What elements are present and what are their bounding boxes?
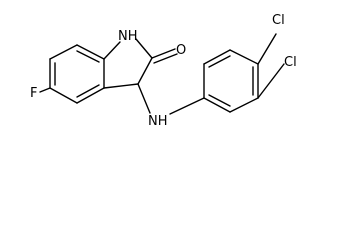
bond	[76, 44, 105, 60]
lactam-ring	[103, 38, 153, 89]
bond	[137, 57, 153, 85]
double-bond	[208, 55, 231, 68]
fluorobenzene-ring	[49, 44, 105, 104]
chlorine-meta-label: Cl	[272, 13, 285, 28]
bond	[229, 97, 259, 113]
double-bond	[151, 48, 176, 59]
double-bond	[76, 50, 100, 63]
c-cl-bond	[257, 33, 277, 65]
oxygen-label: O	[176, 43, 186, 58]
bond	[203, 97, 231, 113]
ring-nh-label: NH	[118, 29, 138, 44]
amine-nh-label: NH	[148, 114, 168, 129]
n-aryl-bond	[169, 97, 205, 115]
double-bond	[76, 84, 100, 98]
bond	[203, 49, 231, 65]
dichlorophenyl-ring	[203, 49, 259, 113]
bond	[49, 87, 78, 104]
c-cl-bond	[257, 63, 285, 99]
c-n-bond	[137, 83, 151, 114]
fluorine-label: F	[30, 86, 37, 101]
bond	[135, 38, 153, 59]
carbonyl	[151, 48, 178, 64]
c-f-bond	[39, 87, 51, 93]
bond	[103, 83, 139, 89]
chlorine-para-label: Cl	[284, 55, 297, 70]
bond	[229, 49, 259, 65]
structure-diagram: NH O F NH Cl Cl	[30, 13, 297, 129]
molecule-drawing: NH O F NH Cl Cl	[30, 13, 297, 129]
bond	[49, 44, 78, 60]
bond	[76, 87, 105, 104]
bond	[103, 41, 121, 60]
double-bond	[153, 53, 178, 64]
double-bond	[208, 94, 231, 107]
